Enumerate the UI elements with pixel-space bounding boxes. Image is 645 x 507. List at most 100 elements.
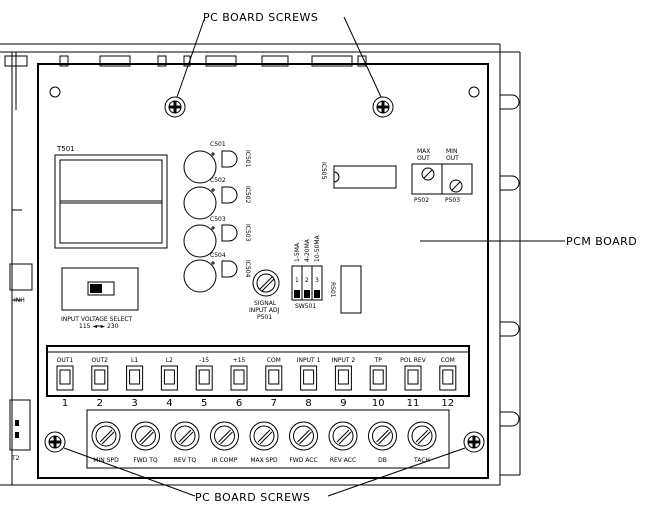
inh-label: INH [14, 297, 25, 304]
cap-label-c504: C504 [210, 252, 226, 259]
terminal-number: 1 [62, 398, 68, 409]
terminal-7[interactable] [265, 365, 283, 391]
switch-range-1: 1-5MA [294, 242, 301, 262]
signal-pot-line3: P501 [257, 314, 272, 321]
pc-board-screw-icons [44, 96, 485, 453]
switch-pos-1: 1 [295, 277, 299, 284]
trimpot-9[interactable] [407, 421, 437, 451]
trimpot-6[interactable] [289, 421, 318, 451]
terminal-number: 3 [131, 398, 137, 409]
signal-pot-line1: SIGNAL [254, 300, 277, 307]
trimpot-label: MIN SPD [93, 457, 119, 464]
transformer-label: T501 [56, 145, 75, 153]
terminal-labels: OUT1 1 OUT2 2 L1 3 L2 4 -15 5 +15 6 COM 7 INPUT 1 8 INPU… [57, 357, 455, 409]
pc-board-outline [37, 63, 489, 479]
max-out-line1: MAX [417, 148, 430, 155]
transformer-t501 [54, 154, 168, 249]
cap-label-c502: C502 [210, 177, 226, 184]
trimpot-block [86, 409, 450, 469]
terminal-number: 8 [305, 398, 311, 409]
terminal-label: L2 [166, 357, 173, 364]
trimpot-label: DB [378, 457, 387, 464]
cap-label-c501: C501 [210, 141, 226, 148]
trimpot-label: IR COMP [212, 457, 238, 464]
terminal-label: INPUT 1 [297, 357, 321, 364]
rs01-component [340, 265, 362, 314]
trimpot-8[interactable] [368, 421, 397, 451]
terminal-11[interactable] [404, 365, 422, 391]
capacitors [183, 150, 217, 293]
terminal-10[interactable] [369, 365, 387, 391]
trimpot-label: FWD ACC [289, 457, 317, 464]
trimpot-7[interactable] [328, 421, 358, 451]
terminal-label: POL REV [400, 357, 427, 364]
terminal-number: 9 [340, 398, 346, 409]
terminal-label: COM [441, 357, 455, 364]
min-out-line1: MIN [446, 148, 457, 155]
ic-label-ic501: IC501 [244, 150, 251, 168]
cap-label-c503: C503 [210, 216, 226, 223]
min-out-line2: OUT [446, 155, 459, 162]
ic505-chip [333, 165, 397, 189]
trimpot-label: FWD TQ [133, 457, 158, 464]
terminal-5[interactable] [195, 365, 213, 391]
terminal-number: 6 [236, 398, 242, 409]
p503-label: P503 [445, 197, 460, 204]
switch-range-2: 4-20MA [304, 238, 311, 262]
terminal-number: 5 [201, 398, 207, 409]
terminal-number: 7 [271, 398, 277, 409]
terminal-label: +15 [233, 357, 246, 364]
terminal-9[interactable] [334, 365, 352, 391]
terminal-number: 4 [166, 398, 172, 409]
terminal-slots [56, 365, 457, 391]
trimpot-label: TACH [413, 457, 430, 464]
terminal-3[interactable] [126, 365, 144, 391]
switch-range-3: 10-50MA [314, 234, 321, 262]
voltage-select-line1: INPUT VOLTAGE SELECT [61, 316, 133, 323]
trimpot-4[interactable] [210, 421, 239, 451]
callout-pcm-board: PCM BOARD [566, 235, 637, 248]
terminal-label: COM [267, 357, 281, 364]
switch-pos-3: 3 [315, 277, 319, 284]
terminal-label: OUT1 [57, 357, 74, 364]
callout-pc-board-screws-top: PC BOARD SCREWS [203, 11, 318, 24]
trimpot-label: MAX SPD [250, 457, 278, 464]
terminal-number: 10 [372, 398, 385, 409]
input-voltage-select-switch[interactable] [61, 267, 139, 311]
trimpot-3[interactable] [170, 421, 200, 451]
p502-label: P502 [414, 197, 429, 204]
ic-label-ic502: IC502 [244, 186, 251, 204]
trimpots: MIN SPD FWD TQ REV TQ IR COMP MAX SPD FWD ACC… [91, 421, 437, 464]
terminal-6[interactable] [230, 365, 248, 391]
terminal-2[interactable] [91, 365, 109, 391]
terminal-label: OUT2 [91, 357, 108, 364]
terminal-1[interactable] [56, 365, 74, 391]
terminal-4[interactable] [160, 365, 178, 391]
chassis [0, 43, 521, 486]
terminal-label: -15 [199, 357, 209, 364]
terminal-label: INPUT 2 [332, 357, 356, 364]
terminal-number: 12 [441, 398, 454, 409]
terminal-label: TP [374, 357, 383, 364]
trimpot-2[interactable] [131, 421, 160, 451]
signal-pot-line2: INPUT ADJ [249, 307, 280, 314]
trimpot-1[interactable] [91, 421, 121, 451]
t2-label: T2 [11, 455, 20, 462]
terminal-number: 2 [97, 398, 103, 409]
terminal-8[interactable] [300, 365, 318, 391]
signal-input-adj-pot[interactable] [252, 269, 280, 297]
trimpot-5[interactable] [249, 421, 279, 451]
terminal-12[interactable] [439, 365, 457, 391]
sw501-label: SW501 [295, 303, 316, 310]
voltage-select-line2: 115 ◄═► 230 [79, 323, 119, 330]
ic-label-ic504: IC504 [244, 260, 251, 278]
sw501-dip-switch[interactable] [291, 265, 323, 301]
trimpot-label: REV ACC [330, 457, 356, 464]
ic505-label: IC505 [320, 162, 327, 180]
ic-packages [221, 150, 238, 278]
terminal-label: L1 [131, 357, 138, 364]
callout-pc-board-screws-bottom: PC BOARD SCREWS [195, 491, 310, 504]
trimpot-label: REV TQ [174, 457, 197, 464]
max-out-line2: OUT [417, 155, 430, 162]
